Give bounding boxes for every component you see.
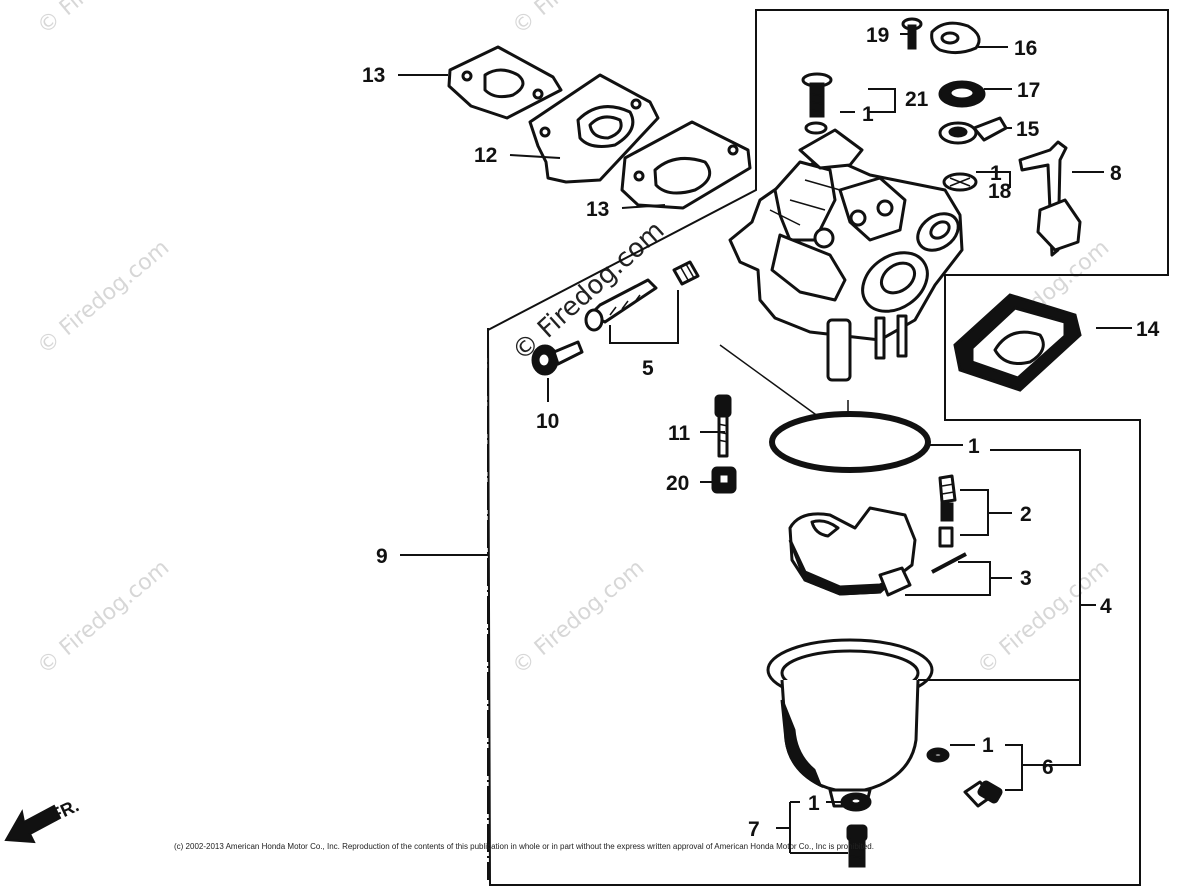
part-13-gasket-top — [447, 45, 563, 120]
callout-6: 6 — [1042, 756, 1054, 779]
carburetor-body — [728, 128, 964, 382]
watermark: © Firedog.com — [973, 555, 1114, 679]
callout-11: 11 — [668, 422, 691, 445]
callout-7: 7 — [748, 818, 760, 841]
callout-13: 13 — [586, 198, 609, 221]
part-14-gasket — [953, 293, 1082, 392]
watermark: © Firedog.com — [508, 555, 649, 679]
watermark: © Firedog.com — [33, 235, 174, 359]
part-7-bolt — [840, 792, 872, 868]
part-3-float-pin — [931, 552, 967, 574]
callout-15: 15 — [1016, 118, 1040, 141]
part-8-choke-shaft — [1018, 140, 1082, 257]
callout-13: 13 — [362, 64, 385, 87]
callout-17: 17 — [1017, 79, 1040, 102]
callout-10: 10 — [536, 410, 559, 433]
callout-19: 19 — [866, 24, 889, 47]
part-16-plate — [930, 21, 981, 55]
callout-9: 9 — [376, 545, 388, 568]
callout-3: 3 — [1020, 567, 1032, 590]
part-5-pilot-screw — [584, 260, 700, 332]
part-17-seal — [938, 80, 986, 108]
callout-1: 1 — [968, 435, 980, 458]
watermark: © Firedog.com — [508, 0, 649, 40]
leader-lines — [398, 33, 1132, 854]
part-15-lever — [938, 116, 1008, 145]
watermark: © Firedog.com — [33, 0, 174, 40]
callout-labels: 13 12 13 21 1 19 16 17 15 1 18 8 14 5 10… — [362, 24, 1160, 841]
callout-12: 12 — [474, 144, 497, 167]
callout-16: 16 — [1014, 37, 1037, 60]
front-arrow-icon — [4, 804, 62, 844]
callout-21: 21 — [905, 88, 929, 111]
frame-upper — [487, 9, 1169, 886]
watermark: © Firedog.com — [33, 555, 174, 679]
copyright-notice: (c) 2002-2013 American Honda Motor Co., … — [174, 842, 874, 851]
callout-14: 14 — [1136, 318, 1160, 341]
part-20-nozzle — [711, 466, 737, 494]
callout-8: 8 — [1110, 162, 1122, 185]
callout-1: 1 — [808, 792, 820, 815]
callout-1: 1 — [982, 734, 994, 757]
part-18-washer — [942, 172, 978, 192]
part-13-gasket-bottom — [620, 120, 752, 210]
part-19-screw — [901, 17, 923, 50]
part-11-main-jet — [714, 394, 732, 458]
assembly-frames — [487, 9, 1169, 886]
float-chamber-bowl — [766, 638, 934, 808]
callout-1: 1 — [862, 103, 874, 126]
part-6-drain-bolt — [926, 747, 1003, 808]
callout-4: 4 — [1100, 595, 1112, 618]
callout-2: 2 — [1020, 503, 1032, 526]
part-12-insulator — [528, 73, 660, 184]
callout-1: 1 — [990, 162, 1002, 185]
callout-5: 5 — [642, 357, 654, 380]
callout-20: 20 — [666, 472, 689, 495]
front-direction-indicator: FR. — [4, 795, 82, 844]
part-21-screw — [801, 72, 833, 135]
part-10-drain-screw — [531, 340, 584, 376]
part-2-float-valve — [938, 474, 957, 548]
part-1-oring — [769, 411, 931, 473]
float — [788, 506, 917, 597]
callout-18: 18 — [988, 180, 1012, 203]
